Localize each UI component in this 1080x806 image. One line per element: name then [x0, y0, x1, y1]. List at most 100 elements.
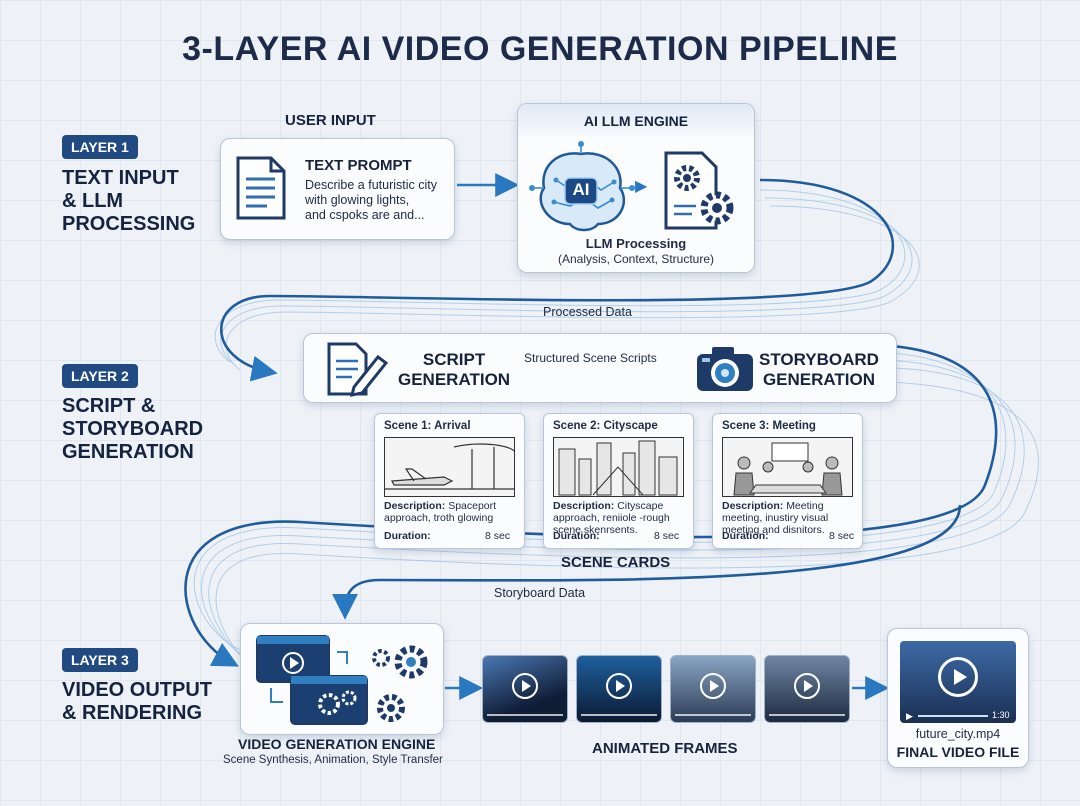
- play-icon[interactable]: [938, 657, 978, 697]
- text-prompt-body: Describe a futuristic city with glowing …: [305, 178, 437, 223]
- desc-line: approach, troth glowing: [384, 512, 494, 524]
- layer1-badge: LAYER 1: [62, 135, 138, 159]
- llm-processing-title: LLM Processing: [585, 236, 687, 251]
- settings-document-icon: [664, 151, 734, 230]
- user-input-label: USER INPUT: [285, 112, 376, 129]
- layer1-name-line: & LLM: [62, 190, 124, 212]
- script-icon: [327, 342, 388, 397]
- script-line: SCRIPT: [422, 350, 486, 369]
- desc-first: Spaceport: [448, 500, 497, 512]
- layer1-name-line: PROCESSING: [62, 213, 196, 235]
- text-prompt-title: TEXT PROMPT: [305, 157, 412, 174]
- frame-progress: [581, 714, 657, 716]
- layer3-name: VIDEO OUTPUT & RENDERING: [62, 679, 212, 725]
- player-time: 1:30: [992, 710, 1010, 720]
- desc-label: Description:: [553, 500, 615, 512]
- frame-progress: [769, 714, 845, 716]
- storyboard-line: STORYBOARD: [759, 350, 879, 369]
- script-line: GENERATION: [398, 370, 511, 389]
- scene-title: Scene 2: Cityscape: [553, 420, 658, 432]
- script-storyboard-bar[interactable]: SCRIPT GENERATION Structured Scene Scrip…: [303, 333, 897, 403]
- animated-frame[interactable]: [670, 655, 756, 723]
- scene-cards-label: SCENE CARDS: [561, 554, 671, 571]
- file-name: future_city.mp4: [915, 727, 1001, 741]
- layer2-name-line: STORYBOARD: [62, 418, 204, 440]
- scene-title: Scene 1: Arrival: [384, 420, 471, 432]
- layer2-name: SCRIPT & STORYBOARD GENERATION: [62, 395, 203, 464]
- duration-value: 8 sec: [654, 530, 680, 542]
- engine-label: AI LLM ENGINE: [583, 113, 689, 129]
- player-play-control[interactable]: ▶: [906, 711, 913, 721]
- duration-value: 8 sec: [829, 530, 855, 542]
- meeting-sketch: [722, 437, 853, 497]
- page-title: 3-LAYER AI VIDEO GENERATION PIPELINE: [182, 30, 898, 68]
- duration-label: Duration:: [553, 530, 600, 542]
- desc-line: meeting and disnitors.: [722, 524, 825, 536]
- ai-llm-engine-card[interactable]: AI LLM ENGINE AI ▶ LLM Processing (Analy…: [517, 103, 755, 273]
- player-progress[interactable]: [918, 715, 988, 717]
- ai-chip-label: AI: [572, 180, 590, 199]
- spaceport-sketch: [384, 437, 515, 497]
- scene-title: Scene 3: Meeting: [722, 420, 816, 432]
- scene-card[interactable]: Scene 2: Cityscape Description: Cityscap…: [543, 413, 694, 549]
- desc-line: approach, reniiole -rough: [553, 512, 670, 524]
- animated-frame[interactable]: [482, 655, 568, 723]
- video-generation-engine-card[interactable]: [240, 623, 444, 735]
- engine-header: [518, 104, 754, 136]
- text-prompt-card[interactable]: TEXT PROMPT Describe a futuristic city w…: [220, 138, 455, 240]
- layer1-name-line: TEXT INPUT: [62, 167, 179, 189]
- prompt-line: and cspoks are and...: [305, 208, 425, 222]
- layer3-name-line: & RENDERING: [62, 702, 203, 724]
- document-icon: [236, 156, 286, 220]
- desc-label: Description:: [384, 500, 446, 512]
- animated-frame[interactable]: [576, 655, 662, 723]
- script-generation-label: SCRIPT GENERATION: [398, 350, 510, 390]
- desc-first: Meeting: [786, 500, 824, 512]
- structured-scripts-label: Structured Scene Scripts: [524, 351, 657, 365]
- duration-value: 8 sec: [485, 530, 511, 542]
- layer2-name-line: SCRIPT &: [62, 395, 156, 417]
- play-icon[interactable]: [700, 673, 726, 699]
- processed-data-label: Processed Data: [543, 305, 632, 319]
- storyboard-generation-label: STORYBOARD GENERATION: [759, 350, 879, 390]
- video-engine-sub: Scene Synthesis, Animation, Style Transf…: [223, 754, 443, 766]
- layer3-badge: LAYER 3: [62, 648, 138, 672]
- duration-label: Duration:: [722, 530, 769, 542]
- desc-line: scene skenrsents.: [553, 524, 638, 536]
- video-engine-title: VIDEO GENERATION ENGINE: [238, 736, 436, 752]
- animated-frames-label: ANIMATED FRAMES: [592, 740, 738, 757]
- layer2-badge: LAYER 2: [62, 364, 138, 388]
- final-video-label: FINAL VIDEO FILE: [896, 744, 1020, 760]
- video-player[interactable]: ▶ 1:30: [900, 641, 1016, 723]
- final-video-card[interactable]: ▶ 1:30 future_city.mp4 FINAL VIDEO FILE: [887, 628, 1029, 768]
- desc-line: meeting, inustiry visual: [722, 512, 829, 524]
- play-icon[interactable]: [606, 673, 632, 699]
- duration-label: Duration:: [384, 530, 431, 542]
- storyboard-data-label: Storyboard Data: [494, 586, 586, 600]
- desc-label: Description:: [722, 500, 784, 512]
- arrow-right-icon: ▶: [635, 178, 648, 195]
- desc-first: Cityscape: [617, 500, 664, 512]
- play-icon[interactable]: [512, 673, 538, 699]
- ai-brain-icon: [529, 141, 635, 232]
- prompt-line: Describe a futuristic city: [305, 178, 437, 192]
- frame-progress: [675, 714, 751, 716]
- frame-progress: [487, 714, 563, 716]
- prompt-line: with glowing lights,: [305, 193, 410, 207]
- llm-processing-sub: (Analysis, Context, Structure): [557, 252, 715, 266]
- play-icon[interactable]: [794, 673, 820, 699]
- camera-icon: [697, 347, 753, 391]
- cityscape-sketch: [553, 437, 684, 497]
- video-engine-icon: [256, 635, 428, 725]
- animated-frame[interactable]: [764, 655, 850, 723]
- layer1-name: TEXT INPUT & LLM PROCESSING: [62, 167, 195, 236]
- layer3-name-line: VIDEO OUTPUT: [62, 679, 213, 701]
- layer2-name-line: GENERATION: [62, 441, 194, 463]
- storyboard-line: GENERATION: [762, 370, 876, 389]
